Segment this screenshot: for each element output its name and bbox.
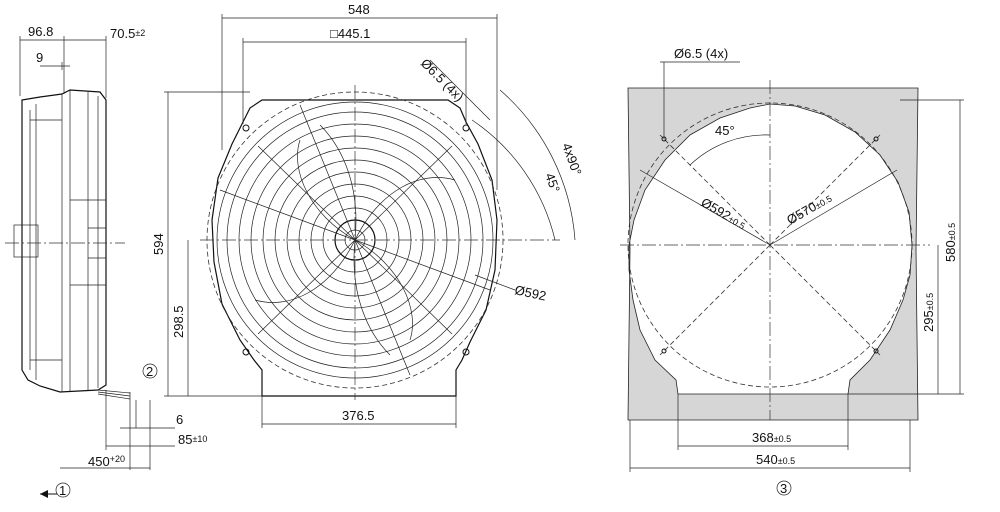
dim-450: 450+20 xyxy=(88,454,125,469)
dim-540: 540±0.5 xyxy=(756,452,795,467)
dim-4x90: 4x90° xyxy=(559,141,585,178)
dim-298-5: 298.5 xyxy=(171,305,186,338)
side-view: 96.8 70.5±2 9 2 6 85±10 450+20 1 xyxy=(5,24,207,498)
guard-spokes xyxy=(219,104,491,376)
dim-548: 548 xyxy=(348,2,370,17)
cutout-hole-bl xyxy=(661,348,667,354)
side-view-outline xyxy=(21,89,107,393)
dim-6: 6 xyxy=(176,412,183,427)
housing-outline xyxy=(211,99,498,397)
cutout-view: Ø6.5 (4x) 45° Ø592±0.5 Ø570±0.5 580±0.5 … xyxy=(620,46,964,496)
mount-hole-tr xyxy=(462,124,470,132)
callout-3 xyxy=(776,480,792,496)
mount-hole-tl xyxy=(242,124,250,132)
cable xyxy=(97,389,131,402)
panel-hatched-area xyxy=(627,87,919,421)
mount-hole-bl xyxy=(242,348,250,356)
dim-368: 368±0.5 xyxy=(752,430,791,445)
mount-hole-br xyxy=(462,348,470,356)
dim-594: 594 xyxy=(151,233,166,255)
dim-580: 580±0.5 xyxy=(943,223,958,262)
dim-d592-cutout: Ø592±0.5 xyxy=(699,195,749,233)
cutout-hole-tr xyxy=(873,136,879,142)
front-view: 548 □445.1 Ø6.5 (4x) 45° 4x90° 594 298.5… xyxy=(151,2,585,428)
dim-295: 295±0.5 xyxy=(921,293,936,332)
callout-1 xyxy=(55,482,71,498)
dim-70-5: 70.5±2 xyxy=(110,26,145,41)
dim-9: 9 xyxy=(36,50,43,65)
callout-3-label: 3 xyxy=(780,481,787,496)
dim-hole-cutout: Ø6.5 (4x) xyxy=(674,46,728,61)
dim-hole-front: Ø6.5 (4x) xyxy=(418,56,467,105)
dim-376-5: 376.5 xyxy=(342,408,375,423)
cutout-hole-br xyxy=(873,348,879,354)
dim-d592-front: Ø592 xyxy=(513,282,547,303)
dim-45-front: 45° xyxy=(542,171,563,195)
dim-square-445: □445.1 xyxy=(330,26,370,41)
dim-45-cutout: 45° xyxy=(715,123,735,138)
callout-1-label: 1 xyxy=(59,483,66,498)
motor-hub xyxy=(13,224,39,258)
dim-85: 85±10 xyxy=(178,432,207,447)
callout-2-label: 2 xyxy=(146,364,153,379)
fan-blades xyxy=(254,124,456,356)
dim-96-8: 96.8 xyxy=(28,24,53,39)
side-view-inner-lines xyxy=(29,90,106,392)
callout-2 xyxy=(142,363,158,379)
